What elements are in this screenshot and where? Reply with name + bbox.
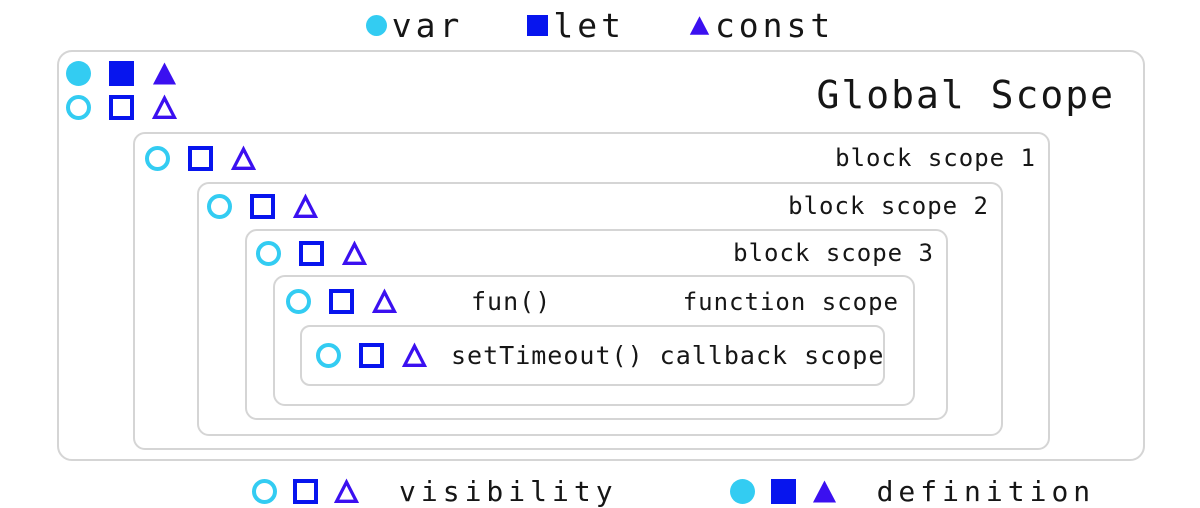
let-square-outline-icon <box>250 193 275 219</box>
legend-item-var: var <box>365 5 464 45</box>
function-scope-box: fun() function scope setTimeout() callba… <box>273 275 915 406</box>
legend-var-label: var <box>391 5 464 45</box>
block-scope-3-header: block scope 3 <box>247 231 946 275</box>
function-scope-label: function scope <box>682 287 899 316</box>
let-square-outline-icon <box>359 343 384 368</box>
var-circle-filled-icon <box>729 479 755 504</box>
definition-legend-label: definition <box>876 475 1096 508</box>
visibility-legend-group: visibility <box>252 475 618 508</box>
let-square-filled-icon <box>770 479 796 504</box>
const-triangle-outline-icon <box>230 145 257 170</box>
const-triangle-outline-icon <box>371 288 398 313</box>
legend-const-label: const <box>714 5 835 45</box>
legend-item-let: let <box>527 6 625 45</box>
function-name: fun() <box>471 287 552 316</box>
callback-scope-label: setTimeout() callback scope <box>451 341 885 370</box>
var-circle-outline-icon <box>256 240 281 266</box>
block-scope-1-header: block scope 1 <box>135 134 1048 182</box>
const-triangle-outline-icon <box>401 342 428 367</box>
const-triangle-filled-icon <box>812 480 836 503</box>
var-circle-filled-icon <box>365 14 387 36</box>
var-circle-outline-icon <box>286 289 311 314</box>
const-triangle-outline-icon <box>292 193 319 218</box>
type-legend: var let const <box>0 0 1200 46</box>
global-scope-icons <box>66 61 178 132</box>
const-triangle-outline-icon <box>341 240 368 265</box>
block-scope-3-label: block scope 3 <box>733 239 934 267</box>
block-scope-2-box: block scope 2 block scope 3 fun() <box>197 182 1003 436</box>
let-square-filled-icon <box>527 14 549 36</box>
var-circle-outline-icon <box>66 95 91 120</box>
let-square-outline-icon <box>109 95 134 120</box>
legend-let-label: let <box>553 5 625 45</box>
let-square-outline-icon <box>188 145 213 171</box>
block-scope-1-label: block scope 1 <box>835 144 1036 172</box>
callback-scope-box: setTimeout() callback scope <box>300 325 885 386</box>
visibility-legend-label: visibility <box>399 475 618 508</box>
function-scope-header: fun() function scope <box>275 277 913 325</box>
block-scope-2-header: block scope 2 <box>199 184 1001 229</box>
let-square-filled-icon <box>109 61 134 86</box>
global-scope-header: Global Scope <box>59 52 1143 132</box>
legend-item-const: const <box>689 6 834 45</box>
const-triangle-filled-icon <box>689 15 710 35</box>
block-scope-3-box: block scope 3 fun() function scope <box>245 229 948 420</box>
const-triangle-outline-icon <box>151 94 178 119</box>
var-circle-outline-icon <box>145 145 170 171</box>
definition-legend-group: definition <box>729 475 1096 508</box>
block-scope-2-label: block scope 2 <box>788 192 989 220</box>
global-visibility-icon-row <box>66 94 178 120</box>
let-square-outline-icon <box>299 240 324 266</box>
let-square-outline-icon <box>293 479 318 504</box>
const-triangle-outline-icon <box>333 478 360 503</box>
const-triangle-filled-icon <box>152 62 177 85</box>
global-scope-box: Global Scope block scope 1 block scope 2 <box>57 50 1145 461</box>
marker-legend: visibility definition <box>0 475 1200 508</box>
block-scope-1-box: block scope 1 block scope 2 block scope … <box>133 132 1050 450</box>
let-square-outline-icon <box>329 289 354 314</box>
var-circle-outline-icon <box>252 479 277 504</box>
var-circle-filled-icon <box>66 61 91 86</box>
var-circle-outline-icon <box>207 193 232 219</box>
global-scope-title: Global Scope <box>816 73 1115 117</box>
var-circle-outline-icon <box>316 343 341 368</box>
global-definition-icon-row <box>66 61 177 86</box>
